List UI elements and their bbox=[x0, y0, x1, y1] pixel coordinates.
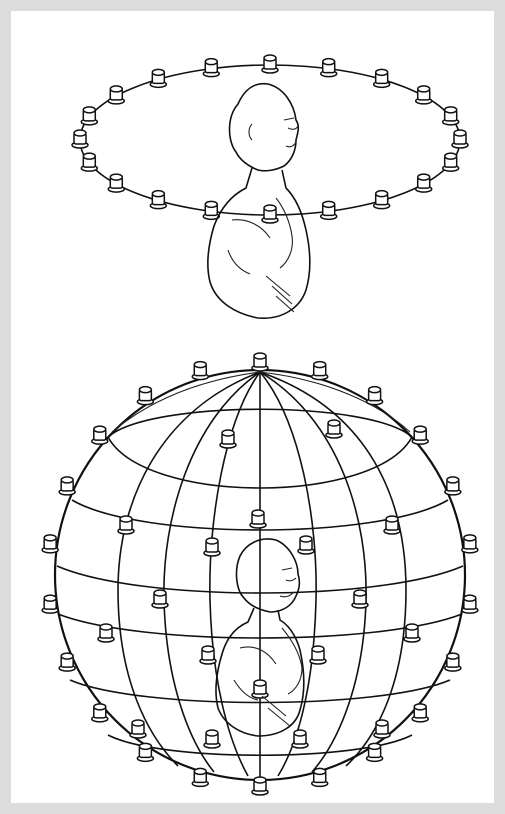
sphere-speaker-icon bbox=[59, 477, 75, 495]
ring-array-diagram bbox=[72, 55, 468, 318]
sphere-speaker-icon bbox=[312, 362, 328, 380]
sphere-speaker-icon bbox=[152, 590, 168, 608]
ring-speaker-icon bbox=[108, 86, 124, 104]
sphere-speaker-icon bbox=[412, 426, 428, 444]
sphere-speaker-icon bbox=[42, 535, 58, 553]
sphere-meridian-lines bbox=[112, 372, 410, 778]
sphere-speaker-icon bbox=[374, 720, 390, 738]
sphere-speaker-icon bbox=[404, 624, 420, 642]
diagram-canvas bbox=[11, 11, 494, 803]
sphere-speaker-icon bbox=[352, 590, 368, 608]
ring-speaker-icon bbox=[443, 153, 459, 171]
sphere-speaker-icon bbox=[204, 538, 220, 556]
ring-speaker-icon bbox=[374, 191, 390, 209]
sphere-speaker-icon bbox=[462, 595, 478, 613]
sphere-speaker-icon bbox=[130, 720, 146, 738]
ring-speaker-icon bbox=[321, 201, 337, 219]
sphere-speaker-icon bbox=[445, 477, 461, 495]
ring-speaker-icon bbox=[72, 130, 88, 148]
sphere-speaker-icon bbox=[252, 777, 268, 795]
sphere-speaker-icon bbox=[412, 704, 428, 722]
ring-speaker-icon bbox=[81, 107, 97, 125]
sphere-speaker-icon bbox=[118, 516, 134, 534]
sphere-speaker-icon bbox=[192, 362, 208, 380]
sphere-speaker-icon bbox=[92, 426, 108, 444]
sphere-speaker-icon bbox=[326, 420, 342, 438]
ring-speaker-icon bbox=[203, 201, 219, 219]
ring-speaker-icon bbox=[452, 130, 468, 148]
sphere-speaker-icon bbox=[42, 595, 58, 613]
ring-speaker-icon bbox=[416, 86, 432, 104]
ring-speaker-icon bbox=[321, 59, 337, 77]
sphere-speaker-icon bbox=[204, 730, 220, 748]
ring-speaker-icon bbox=[262, 205, 278, 223]
ring-speaker-icon bbox=[203, 59, 219, 77]
ring-speaker-icon bbox=[416, 174, 432, 192]
sphere-speaker-icon bbox=[252, 353, 268, 371]
sphere-speaker-icon bbox=[98, 624, 114, 642]
ring-speakers bbox=[72, 55, 468, 223]
sphere-speaker-icon bbox=[92, 704, 108, 722]
ring-speaker-icon bbox=[108, 174, 124, 192]
sphere-speaker-icon bbox=[292, 730, 308, 748]
sphere-speaker-icon bbox=[59, 653, 75, 671]
ring-speaker-icon bbox=[443, 107, 459, 125]
sphere-speaker-icon bbox=[137, 387, 153, 405]
sphere-speaker-icon bbox=[367, 743, 383, 761]
sphere-speaker-icon bbox=[250, 510, 266, 528]
sphere-speaker-icon bbox=[367, 387, 383, 405]
ring-speaker-icon bbox=[81, 153, 97, 171]
ring-speaker-icon bbox=[374, 69, 390, 87]
sphere-speaker-icon bbox=[192, 768, 208, 786]
ring-speaker-icon bbox=[262, 55, 278, 73]
sphere-speaker-icon bbox=[310, 646, 326, 664]
ring-track bbox=[80, 65, 460, 215]
figure-panel bbox=[11, 11, 494, 803]
sphere-speaker-icon bbox=[445, 653, 461, 671]
sphere-speaker-icon bbox=[220, 430, 236, 448]
sphere-speaker-icon bbox=[200, 646, 216, 664]
sphere-array-diagram bbox=[42, 353, 478, 795]
sphere-speaker-icon bbox=[252, 680, 268, 698]
ring-speaker-icon bbox=[150, 69, 166, 87]
sphere-speaker-icon bbox=[462, 535, 478, 553]
sphere-speaker-icon bbox=[384, 516, 400, 534]
sphere-speaker-icon bbox=[312, 768, 328, 786]
ring-listener-figure bbox=[208, 84, 310, 319]
sphere-speaker-icon bbox=[298, 536, 314, 554]
sphere-speaker-icon bbox=[137, 743, 153, 761]
ring-speaker-icon bbox=[150, 191, 166, 209]
